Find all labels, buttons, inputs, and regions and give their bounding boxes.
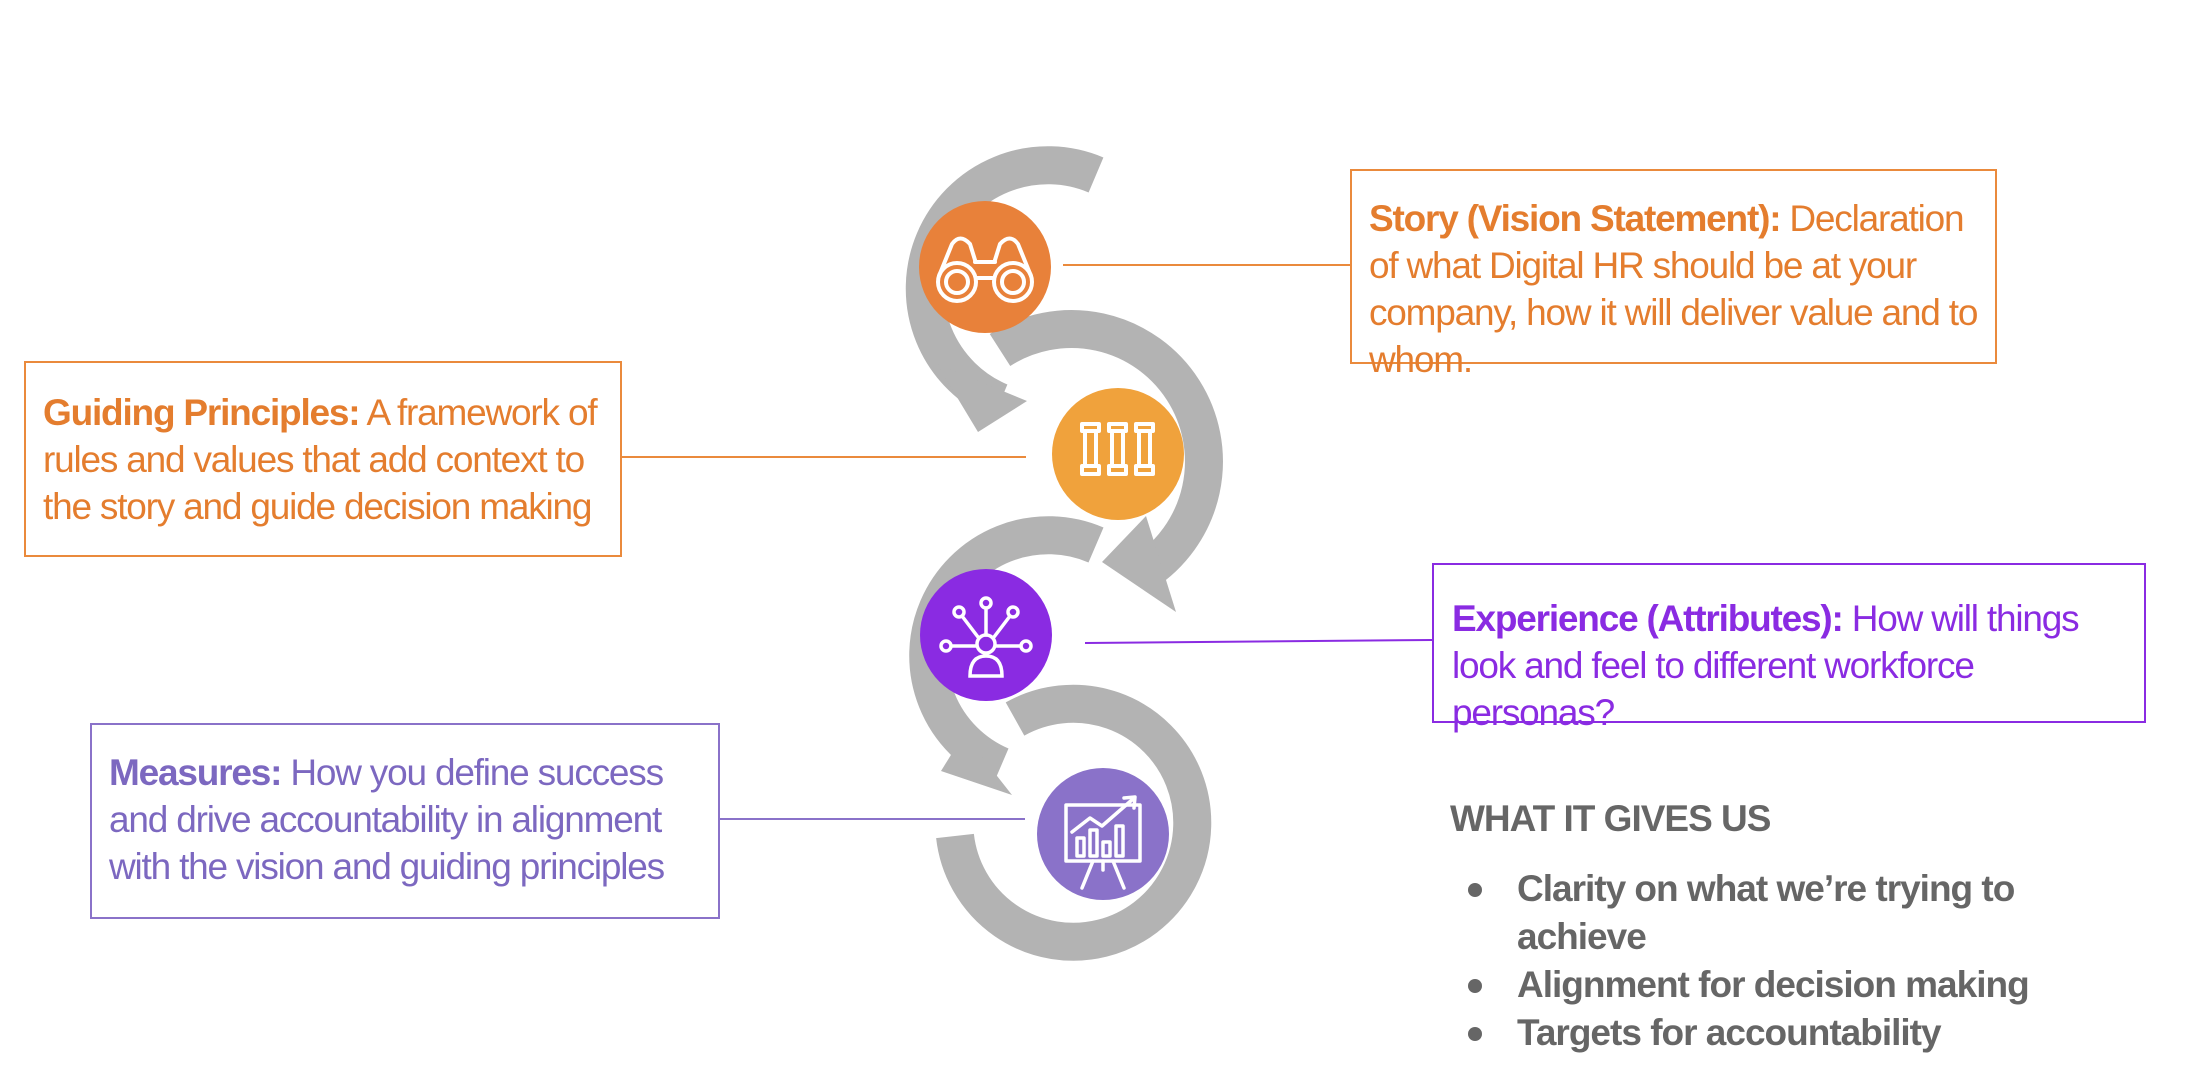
guiding-principles-text: A framework of rules and values that add… xyxy=(43,392,598,527)
curved-arrow-4 xyxy=(936,684,1212,961)
experience-text: How will things look and feel to differe… xyxy=(1452,598,2080,733)
story-text: Declaration of what Digital HR should be… xyxy=(1369,198,1978,380)
step-circle-guiding xyxy=(1052,388,1184,520)
chart-easel-icon xyxy=(1064,795,1142,890)
arrow-heads xyxy=(937,364,1176,795)
guiding-principles-callout: Guiding Principles: A framework of rules… xyxy=(24,361,622,557)
benefits-list: Clarity on what we’re trying to achieve … xyxy=(1450,865,2150,1057)
curved-arrow-2 xyxy=(989,310,1223,589)
what-it-gives-us-section: WHAT IT GIVES US Clarity on what we’re t… xyxy=(1450,793,2150,1057)
story-callout: Story (Vision Statement): Declaration of… xyxy=(1350,169,1997,380)
benefit-item: Clarity on what we’re trying to achieve xyxy=(1450,865,2150,961)
step-circle-measures xyxy=(1037,768,1169,900)
connector-experience xyxy=(1084,639,1433,644)
step-circle-story xyxy=(919,201,1051,333)
benefit-item: Targets for accountability xyxy=(1450,1009,2150,1057)
arrow-head-2 xyxy=(1102,516,1176,612)
network-person-icon xyxy=(939,596,1033,678)
guiding-principles-title: Guiding Principles: xyxy=(43,392,361,433)
experience-callout: Experience (Attributes): How will things… xyxy=(1432,563,2146,733)
benefit-item: Alignment for decision making xyxy=(1450,961,2150,1009)
measures-text: How you define success and drive account… xyxy=(109,752,665,887)
measures-title: Measures: xyxy=(109,752,282,793)
measures-callout: Measures: How you define success and dri… xyxy=(90,723,720,919)
what-it-gives-us-title: WHAT IT GIVES US xyxy=(1450,798,1771,839)
experience-title: Experience (Attributes): xyxy=(1452,598,1844,639)
step-circle-experience xyxy=(920,569,1052,701)
binoculars-icon xyxy=(936,236,1034,303)
connector-lines xyxy=(622,264,1433,820)
arrow-head-1 xyxy=(937,364,1027,432)
story-title: Story (Vision Statement): xyxy=(1369,198,1782,239)
arrow-head-3 xyxy=(941,734,1012,795)
pillars-icon xyxy=(1080,422,1155,476)
